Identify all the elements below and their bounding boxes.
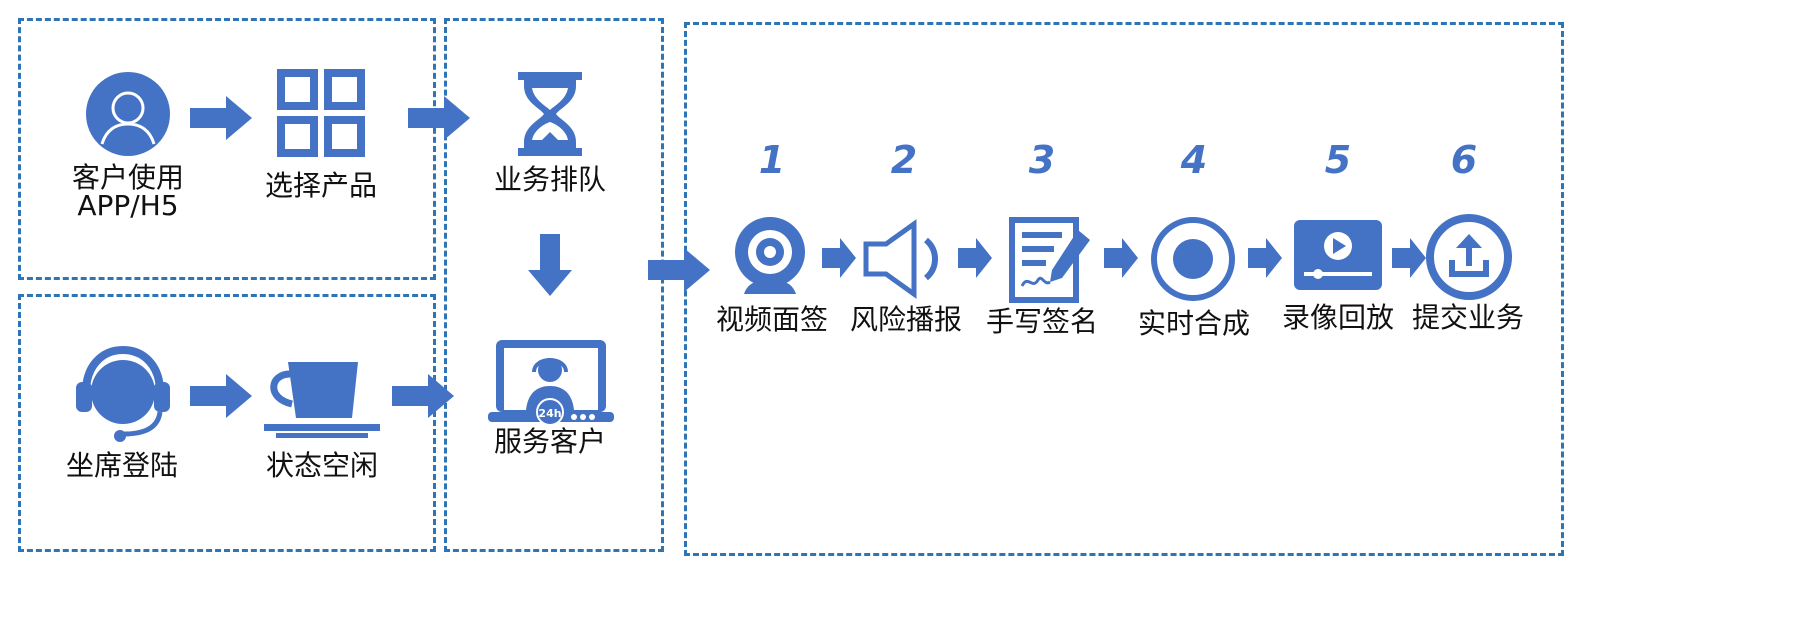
- step-label-2: 风险播报: [850, 303, 963, 336]
- step-label-3: 手写签名: [986, 305, 1099, 338]
- step-number-1: 1: [758, 138, 786, 182]
- arrow-right-icon: [1104, 238, 1138, 278]
- arrow-right-icon: [392, 374, 454, 418]
- video-playback-icon: [1294, 220, 1382, 290]
- step-number-6: 6: [1450, 138, 1478, 182]
- arrow-right-icon: [1248, 238, 1282, 278]
- arrow-right-icon: [1392, 238, 1426, 278]
- user-avatar-icon: [86, 72, 170, 156]
- arrow-right-icon: [190, 374, 252, 418]
- step-number-3: 3: [1028, 138, 1056, 182]
- status-idle-label: 状态空闲: [265, 449, 378, 482]
- select-product-label: 选择产品: [264, 169, 377, 202]
- arrow-down-icon: [528, 234, 572, 296]
- step-label-4: 实时合成: [1138, 307, 1251, 340]
- webcam-icon: [735, 217, 805, 294]
- customer-label-line2: APP/H5: [77, 189, 179, 222]
- step-number-5: 5: [1324, 138, 1352, 182]
- arrow-right-icon: [822, 238, 856, 278]
- step-number-2: 2: [890, 138, 918, 182]
- headset-agent-icon: [76, 345, 170, 442]
- step-label-5: 录像回放: [1282, 301, 1395, 334]
- panel-agent: [18, 294, 436, 552]
- arrow-right-icon: [648, 248, 710, 292]
- customer-label-line1: 客户使用: [71, 161, 184, 194]
- signature-icon: [1009, 217, 1090, 303]
- badge-24h: 24h: [538, 407, 561, 420]
- record-icon: [1151, 217, 1235, 301]
- step-label-1: 视频面签: [716, 303, 829, 336]
- arrow-right-icon: [190, 96, 252, 140]
- coffee-cup-icon: [264, 362, 380, 438]
- arrow-right-icon: [958, 238, 992, 278]
- speaker-icon: [863, 219, 938, 299]
- customer-label: 客户使用 APP/H5: [60, 164, 196, 220]
- step-number-4: 4: [1180, 138, 1208, 182]
- panel-customer: [18, 18, 436, 280]
- agent-login-label: 坐席登陆: [65, 449, 178, 482]
- product-grid-icon: [277, 69, 365, 157]
- panel-queue: [444, 18, 664, 552]
- upload-icon: [1426, 214, 1512, 300]
- step-label-6: 提交业务: [1412, 301, 1525, 334]
- arrow-right-icon: [408, 96, 470, 140]
- support-monitor-icon: 24h: [488, 340, 614, 426]
- queue-label: 业务排队: [493, 163, 606, 196]
- serve-customer-label: 服务客户: [493, 425, 606, 458]
- hourglass-icon: [518, 72, 582, 156]
